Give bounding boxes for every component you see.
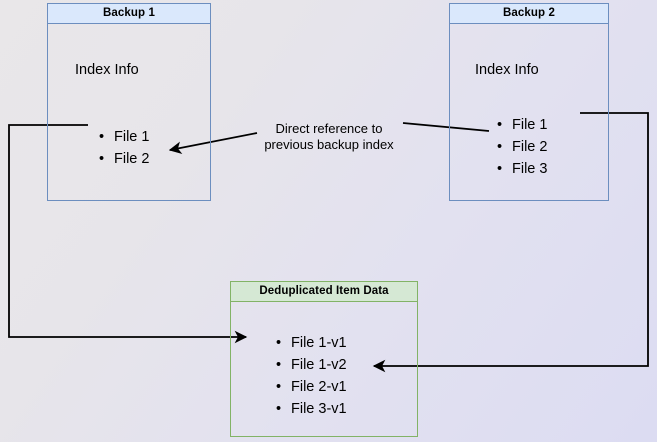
node-backup-1[interactable]: Backup 1 Index Info File 1 File 2 bbox=[47, 3, 211, 201]
node-backup-1-body: Index Info File 1 File 2 bbox=[48, 24, 210, 200]
node-deduplicated-item-data[interactable]: Deduplicated Item Data File 1-v1 File 1-… bbox=[230, 281, 418, 437]
edge-label-direct-reference: Direct reference to previous backup inde… bbox=[249, 121, 409, 153]
list-item: File 3-v1 bbox=[276, 398, 347, 420]
list-item: File 1 bbox=[99, 126, 149, 148]
node-backup-2-body: Index Info File 1 File 2 File 3 bbox=[450, 24, 608, 200]
list-item: File 1-v1 bbox=[276, 332, 347, 354]
node-backup-1-title: Backup 1 bbox=[48, 4, 210, 24]
backup-2-index-info-label: Index Info bbox=[475, 62, 539, 78]
backup-1-index-info-label: Index Info bbox=[75, 62, 139, 78]
list-item: File 3 bbox=[497, 158, 547, 180]
node-backup-2[interactable]: Backup 2 Index Info File 1 File 2 File 3 bbox=[449, 3, 609, 201]
list-item: File 2 bbox=[99, 148, 149, 170]
list-item: File 1-v2 bbox=[276, 354, 347, 376]
edge-label-line-2: previous backup index bbox=[264, 137, 394, 152]
list-item: File 1 bbox=[497, 114, 547, 136]
dedup-file-list: File 1-v1 File 1-v2 File 2-v1 File 3-v1 bbox=[276, 332, 347, 420]
backup-1-file-list: File 1 File 2 bbox=[99, 126, 149, 170]
node-deduplicated-item-data-body: File 1-v1 File 1-v2 File 2-v1 File 3-v1 bbox=[231, 302, 417, 436]
list-item: File 2-v1 bbox=[276, 376, 347, 398]
backup-2-file-list: File 1 File 2 File 3 bbox=[497, 114, 547, 180]
list-item: File 2 bbox=[497, 136, 547, 158]
node-backup-2-title: Backup 2 bbox=[450, 4, 608, 24]
node-deduplicated-item-data-title: Deduplicated Item Data bbox=[231, 282, 417, 302]
edge-label-line-1: Direct reference to bbox=[275, 121, 383, 136]
